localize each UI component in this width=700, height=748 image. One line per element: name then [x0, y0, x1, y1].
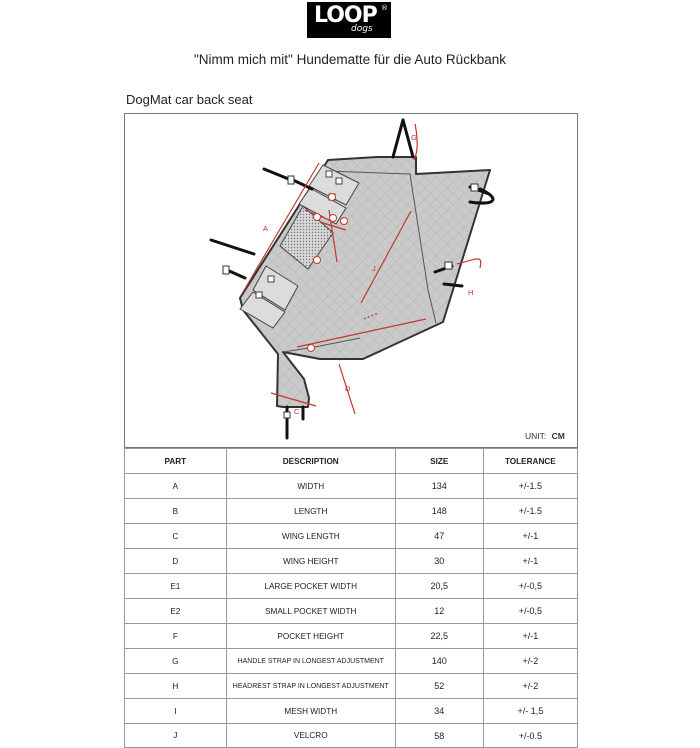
logo-word: LOOP: [314, 3, 378, 28]
logo-registered-mark: ®: [381, 4, 388, 12]
cell-size: 20,5: [394, 573, 484, 599]
cell-description: WIDTH: [225, 473, 396, 499]
cell-description: SMALL POCKET WIDTH: [225, 598, 396, 624]
cell-description: LENGTH: [225, 498, 396, 524]
label-d: D: [345, 384, 351, 393]
lower-pockets: [239, 265, 299, 329]
table-row: E1 LARGE POCKET WIDTH 20,5 +/-0,5: [124, 573, 579, 599]
cell-size: 134: [394, 473, 484, 499]
cell-size: 58: [394, 723, 484, 748]
dog-mat-diagram: A J G H D C UNIT: CM: [209, 118, 565, 441]
wing-seam: [282, 337, 361, 353]
brand-logo: LOOP ® dogs: [307, 2, 391, 38]
cell-description: HANDLE STRAP IN LONGEST ADJUSTMENT: [225, 648, 396, 674]
cell-part: B: [124, 498, 227, 524]
cell-tolerance: +/-1: [482, 523, 579, 549]
mesh-panel: [279, 205, 334, 270]
table-row: C WING LENGTH 47 +/-1: [124, 523, 579, 549]
cell-tolerance: +/- 1,5: [482, 698, 579, 724]
cell-size: 12: [394, 598, 484, 624]
label-a: A: [263, 224, 268, 233]
svg-text:UNIT: CM: UNIT: CM: [525, 431, 565, 441]
document-title: "Nimm mich mit" Hundematte für die Auto …: [194, 52, 506, 67]
straps: [209, 118, 495, 440]
cell-description: MESH WIDTH: [225, 698, 396, 724]
seat-fold-line: [324, 170, 437, 324]
cell-tolerance: +/-1: [482, 548, 579, 574]
label-c: C: [294, 407, 300, 416]
header-description: DESCRIPTION: [225, 448, 396, 474]
technical-drawing-frame: A J G H D C UNIT: CM: [124, 113, 578, 448]
cell-description: WING HEIGHT: [225, 548, 396, 574]
cell-size: 47: [394, 523, 484, 549]
table-row: G HANDLE STRAP IN LONGEST ADJUSTMENT 140…: [124, 648, 579, 674]
cell-size: 22,5: [394, 623, 484, 649]
cell-part: I: [124, 698, 227, 724]
cell-size: 52: [394, 673, 484, 699]
cell-size: 148: [394, 498, 484, 524]
cell-part: F: [124, 623, 227, 649]
cell-tolerance: +/-1: [482, 623, 579, 649]
cell-part: E2: [124, 598, 227, 624]
cell-description: VELCRO: [225, 723, 396, 748]
cell-size: 140: [394, 648, 484, 674]
cell-tolerance: +/-0,5: [482, 573, 579, 599]
logo-subword: dogs: [351, 24, 373, 34]
table-header-row: PART DESCRIPTION SIZE TOLERANCE: [124, 448, 579, 474]
cell-part: A: [124, 473, 227, 499]
table-row: I MESH WIDTH 34 +/- 1,5: [124, 698, 579, 724]
unit-value: CM: [552, 431, 565, 441]
table-row: D WING HEIGHT 30 +/-1: [124, 548, 579, 574]
cell-tolerance: +/-2: [482, 648, 579, 674]
product-name: DogMat car back seat: [126, 92, 253, 107]
cell-tolerance: +/-1.5: [482, 498, 579, 524]
cell-part: D: [124, 548, 227, 574]
cell-tolerance: +/-1.5: [482, 473, 579, 499]
strap-buckles: [222, 175, 479, 419]
table-row: F POCKET HEIGHT 22,5 +/-1: [124, 623, 579, 649]
cell-size: 34: [394, 698, 484, 724]
header-part: PART: [124, 448, 227, 474]
cell-tolerance: +/-2: [482, 673, 579, 699]
table-row: E2 SMALL POCKET WIDTH 12 +/-0,5: [124, 598, 579, 624]
part-markers: [307, 193, 348, 352]
specification-table: PART DESCRIPTION SIZE TOLERANCE A WIDTH …: [124, 448, 579, 748]
cell-part: H: [124, 673, 227, 699]
cell-part: C: [124, 523, 227, 549]
cell-size: 30: [394, 548, 484, 574]
header-size: SIZE: [394, 448, 484, 474]
table-row: A WIDTH 134 +/-1.5: [124, 473, 579, 499]
cell-tolerance: +/-0.5: [482, 723, 579, 748]
header-tolerance: TOLERANCE: [482, 448, 579, 474]
cell-description: LARGE POCKET WIDTH: [225, 573, 396, 599]
table-row: J VELCRO 58 +/-0.5: [124, 723, 579, 748]
table-row: H HEADREST STRAP IN LONGEST ADJUSTMENT 5…: [124, 673, 579, 699]
cell-tolerance: +/-0,5: [482, 598, 579, 624]
cell-description: WING LENGTH: [225, 523, 396, 549]
cell-description: HEADREST STRAP IN LONGEST ADJUSTMENT: [225, 673, 396, 699]
label-g: G: [411, 133, 417, 142]
cell-part: G: [124, 648, 227, 674]
table-row: B LENGTH 148 +/-1.5: [124, 498, 579, 524]
dimension-lines: [242, 123, 482, 415]
label-j: J: [372, 264, 376, 273]
cell-description: POCKET HEIGHT: [225, 623, 396, 649]
cell-part: J: [124, 723, 227, 748]
unit-label: UNIT:: [525, 431, 546, 441]
label-h: H: [468, 288, 473, 297]
cell-part: E1: [124, 573, 227, 599]
